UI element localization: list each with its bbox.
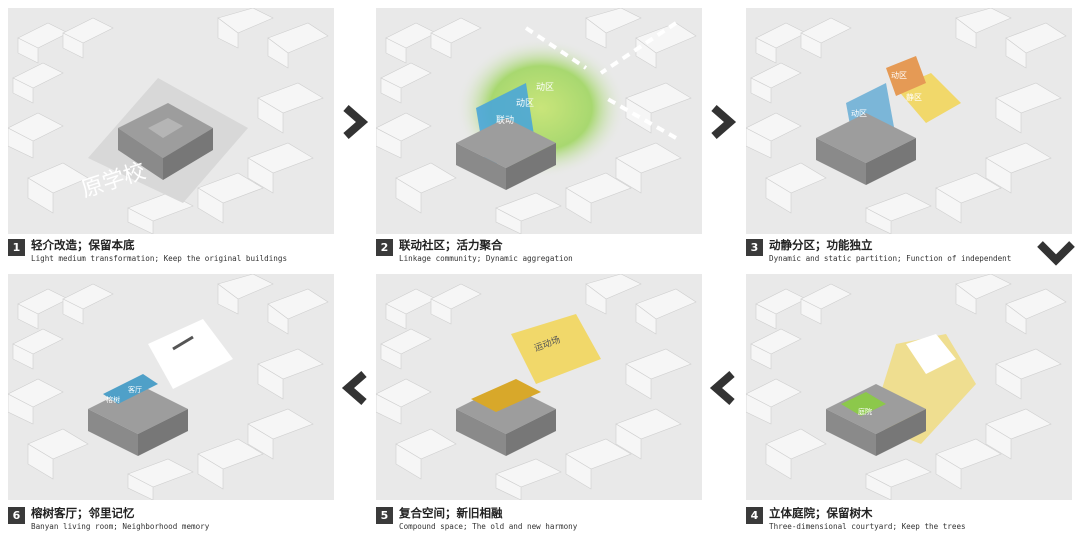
diagram-panel-1: 原学校	[8, 8, 334, 234]
caption-5: 5 复合空间；新旧相融 Compound space; The old and …	[376, 505, 706, 535]
caption-3: 3 动静分区；功能独立 Dynamic and static partition…	[746, 237, 1076, 267]
step-number: 5	[376, 507, 393, 524]
step-number: 1	[8, 239, 25, 256]
panel2-label-3: 动区	[536, 82, 554, 93]
step-title: 榕树客厅；邻里记忆	[31, 506, 135, 520]
panel3-label-3: 动区	[891, 70, 907, 80]
caption-2: 2 联动社区；活力聚合 Linkage community; Dynamic a…	[376, 237, 706, 267]
chevron-right-icon	[711, 104, 737, 140]
diagram-panel-3: 动区 静区 动区	[746, 8, 1072, 234]
chevron-down-icon	[1037, 241, 1075, 266]
caption-4: 4 立体庭院；保留树木 Three-dimensional courtyard;…	[746, 505, 1076, 535]
panel2-label-2: 动区	[516, 98, 534, 109]
step-number: 6	[8, 507, 25, 524]
site-model-4: 庭院	[746, 274, 1072, 500]
diagram-panel-2: 联动 动区 动区	[376, 8, 702, 234]
caption-6: 6 榕树客厅；邻里记忆 Banyan living room; Neighbor…	[8, 505, 338, 535]
step-title: 立体庭院；保留树木	[769, 506, 873, 520]
diagram-panel-6: 榕树 客厅	[8, 274, 334, 500]
site-model-1: 原学校	[8, 8, 334, 234]
step-subtitle: Light medium transformation; Keep the or…	[31, 254, 288, 263]
step-number: 3	[746, 239, 763, 256]
caption-1: 1 轻介改造；保留本底 Light medium transformation;…	[8, 237, 338, 267]
chevron-left-icon	[709, 370, 735, 406]
step-subtitle: Dynamic and static partition; Function o…	[769, 254, 1012, 263]
step-subtitle: Compound space; The old and new harmony	[399, 522, 578, 531]
step-title: 复合空间；新旧相融	[399, 506, 503, 520]
step-title: 轻介改造；保留本底	[31, 238, 135, 252]
step-number: 2	[376, 239, 393, 256]
site-model-6: 榕树 客厅	[8, 274, 334, 500]
step-subtitle: Banyan living room; Neighborhood memory	[31, 522, 210, 531]
step-subtitle: Linkage community; Dynamic aggregation	[399, 254, 573, 263]
site-model-3: 动区 静区 动区	[746, 8, 1072, 234]
step-title: 联动社区；活力聚合	[399, 238, 503, 252]
panel6-label-2: 客厅	[128, 385, 142, 394]
site-model-5: 运动场	[376, 274, 702, 500]
diagram-panel-4: 庭院	[746, 274, 1072, 500]
panel6-label-1: 榕树	[106, 395, 120, 404]
panel4-label-1: 庭院	[858, 407, 872, 416]
site-model-2: 联动 动区 动区	[376, 8, 702, 234]
chevron-right-icon	[343, 104, 369, 140]
panel3-label-2: 静区	[906, 92, 922, 102]
diagram-panel-5: 运动场	[376, 274, 702, 500]
step-subtitle: Three-dimensional courtyard; Keep the tr…	[769, 522, 966, 531]
step-number: 4	[746, 507, 763, 524]
panel3-label-1: 动区	[851, 108, 867, 118]
chevron-left-icon	[341, 370, 367, 406]
panel2-label-1: 联动	[496, 115, 514, 126]
step-title: 动静分区；功能独立	[769, 238, 873, 252]
